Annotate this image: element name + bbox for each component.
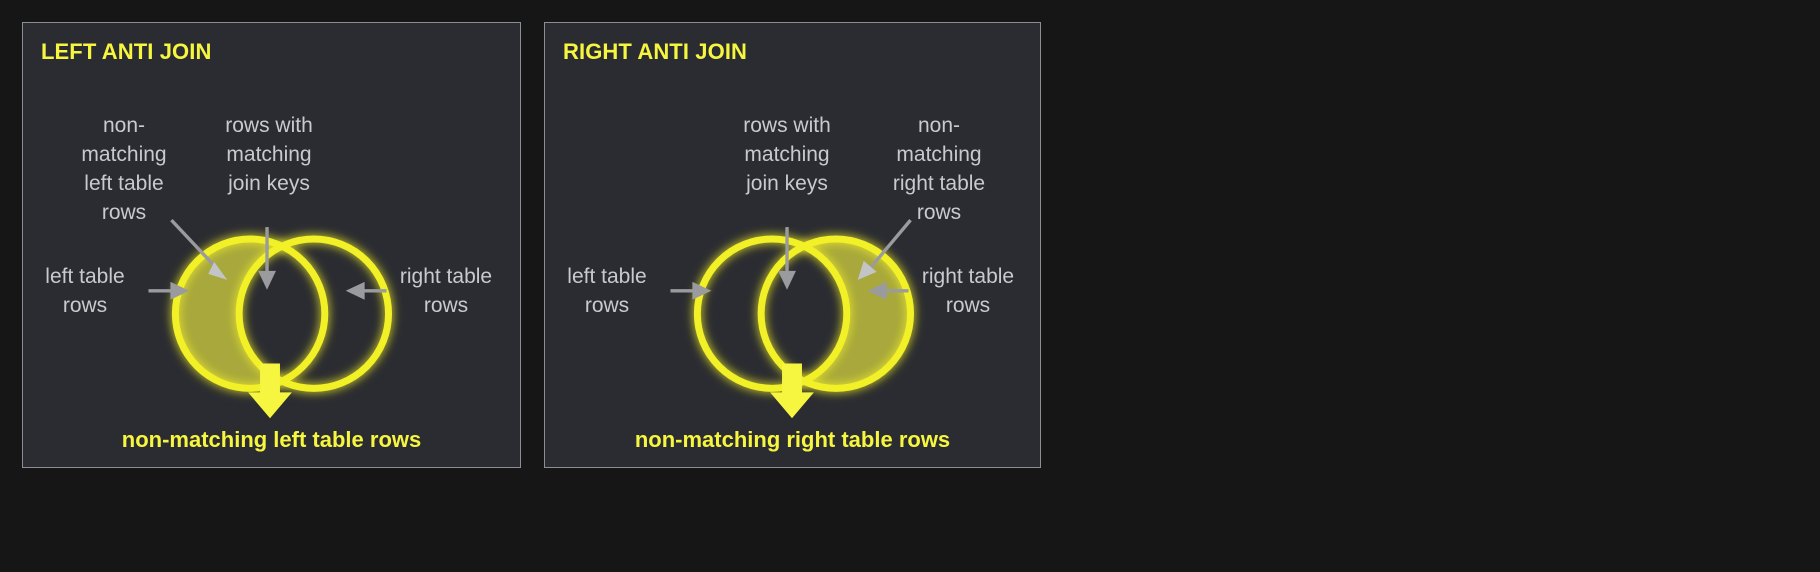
venn-fill-left-only bbox=[175, 239, 325, 389]
annotation-arrows-right bbox=[670, 219, 912, 300]
venn-fill-right-only bbox=[761, 239, 911, 389]
panel-left-anti-join: LEFT ANTI JOIN bbox=[22, 22, 521, 468]
caption-right-result: non-matching right table rows bbox=[634, 427, 951, 452]
annotation-arrows-left bbox=[148, 218, 387, 300]
venn-diagram-right bbox=[545, 23, 1040, 467]
panel-title-left: LEFT ANTI JOIN bbox=[41, 39, 212, 64]
label-left-table-rows: left table rows bbox=[567, 265, 647, 317]
result-arrow-down-left bbox=[248, 363, 292, 419]
caption-left-result: non-matching left table rows bbox=[121, 427, 422, 452]
venn-circle-left bbox=[171, 235, 329, 392]
label-rows-with-matching-join-keys: rows with matching join keys bbox=[743, 114, 831, 195]
venn-diagram-left bbox=[23, 23, 520, 467]
venn-circle-right bbox=[235, 235, 393, 392]
label-rows-with-matching-join-keys: rows with matching join keys bbox=[225, 114, 313, 195]
venn-circle-right bbox=[757, 235, 915, 392]
label-non-matching-left-rows: non- matching left table rows bbox=[81, 114, 167, 224]
panel-title-right: RIGHT ANTI JOIN bbox=[563, 39, 748, 64]
venn-circle-left bbox=[693, 235, 851, 392]
panel-right-anti-join: RIGHT ANTI JOIN bbox=[544, 22, 1041, 468]
label-left-table-rows: left table rows bbox=[45, 265, 125, 317]
label-right-table-rows: right table rows bbox=[921, 265, 1015, 317]
label-right-table-rows: right table rows bbox=[399, 265, 493, 317]
result-arrow-down-right bbox=[770, 363, 814, 419]
label-non-matching-right-rows: non- matching right table rows bbox=[892, 114, 986, 224]
